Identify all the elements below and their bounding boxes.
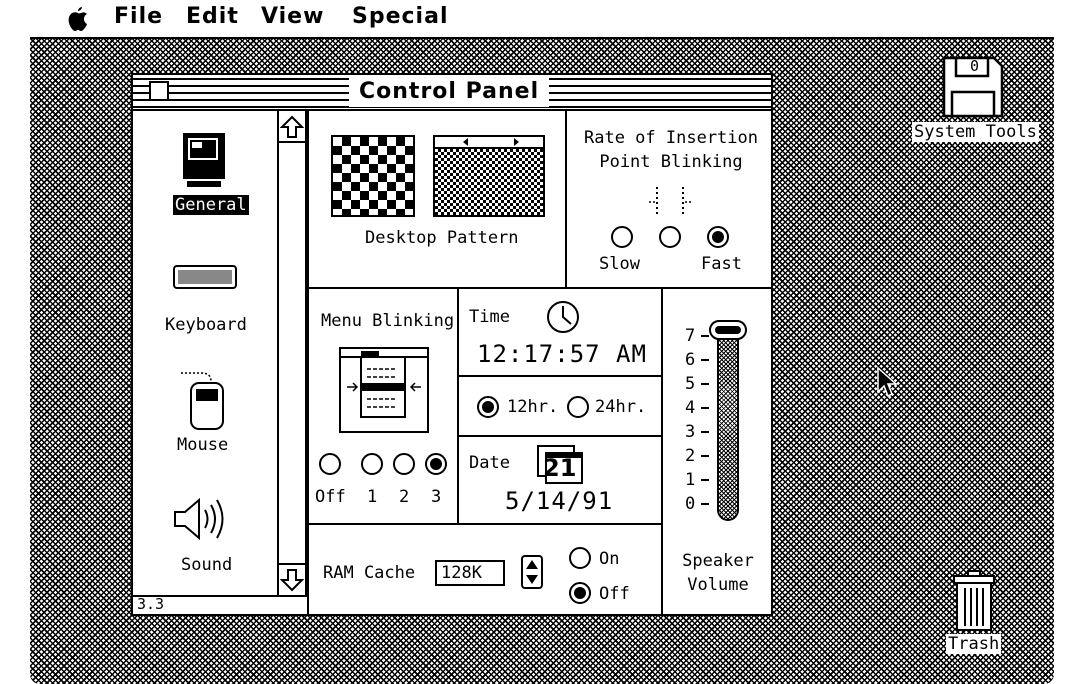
volume-tick-2: 2 bbox=[685, 446, 696, 466]
time-format-24hr-label: 24hr. bbox=[595, 397, 647, 417]
mouse-icon bbox=[181, 372, 224, 430]
ram-cache-size-value: 128K bbox=[441, 563, 482, 583]
menu-blink-1-label: 1 bbox=[367, 487, 378, 507]
date-label: Date bbox=[469, 453, 510, 473]
trash-label[interactable]: Trash bbox=[946, 634, 1002, 654]
calendar-day: 21 bbox=[543, 454, 577, 482]
insertion-slow-label: Slow bbox=[599, 254, 640, 274]
ram-cache-label: RAM Cache bbox=[323, 563, 416, 583]
ram-cache-on-radio[interactable] bbox=[569, 547, 591, 569]
volume-tick-1: 1 bbox=[685, 470, 696, 490]
volume-scale: 7 6 5 4 3 2 1 0 bbox=[683, 325, 713, 515]
desktop-pattern-preview[interactable] bbox=[433, 135, 545, 217]
menu-blink-off-label: Off bbox=[315, 487, 346, 507]
floppy-disk-icon bbox=[942, 56, 1004, 118]
control-panel-window: Control Panel General Keyboard Mouse bbox=[131, 73, 773, 616]
version-label: 3.3 bbox=[137, 595, 165, 613]
ram-cache-size-field[interactable]: 128K bbox=[435, 560, 505, 586]
stepper-arrows-icon bbox=[526, 560, 538, 584]
time-label: Time bbox=[469, 307, 510, 327]
menu-blink-off-radio[interactable] bbox=[319, 453, 341, 475]
disk-badge: 0 bbox=[970, 57, 980, 75]
menu-blink-3-radio[interactable] bbox=[425, 453, 447, 475]
time-format-12hr-label: 12hr. bbox=[507, 397, 559, 417]
menu-file[interactable]: File bbox=[114, 4, 164, 29]
desktop-pattern-label: Desktop Pattern bbox=[365, 228, 519, 248]
pattern-arrows-icon[interactable] bbox=[461, 137, 521, 147]
sidebar-item-keyboard[interactable]: Keyboard bbox=[165, 315, 247, 335]
volume-tick-6: 6 bbox=[685, 350, 696, 370]
menu-blink-2-radio[interactable] bbox=[393, 453, 415, 475]
volume-tick-3: 3 bbox=[685, 422, 696, 442]
time-format-24hr-radio[interactable] bbox=[567, 396, 589, 418]
ram-cache-off-label: Off bbox=[599, 584, 630, 604]
speaker-volume-label-line1: Speaker bbox=[682, 551, 754, 571]
trash-icon[interactable] bbox=[952, 570, 996, 632]
insertion-point-blink-icon bbox=[649, 187, 691, 217]
insertion-rate-fast-radio[interactable] bbox=[707, 226, 729, 248]
apple-icon[interactable] bbox=[66, 6, 90, 32]
insertion-title-line2: Point Blinking bbox=[599, 152, 743, 172]
close-box[interactable] bbox=[149, 81, 169, 101]
sidebar-item-mouse[interactable]: Mouse bbox=[177, 435, 229, 455]
date-value[interactable]: 5/14/91 bbox=[505, 487, 614, 515]
menu-blink-3-label: 3 bbox=[431, 487, 442, 507]
volume-slider-thumb[interactable] bbox=[709, 319, 747, 341]
sidebar-item-general[interactable]: General bbox=[173, 195, 249, 215]
volume-tick-4: 4 bbox=[685, 398, 696, 418]
window-title: Control Panel bbox=[349, 77, 550, 107]
speaker-volume-label-line2: Volume bbox=[687, 575, 749, 595]
scroll-down-arrow-icon[interactable] bbox=[280, 566, 304, 592]
calendar-icon bbox=[537, 445, 583, 484]
ram-cache-on-label: On bbox=[599, 549, 620, 569]
system-tools-disk-icon[interactable]: 0 bbox=[942, 56, 1004, 118]
time-format-12hr-radio[interactable] bbox=[477, 396, 499, 418]
mouse-pointer-icon bbox=[877, 366, 898, 398]
time-value[interactable]: 12:17:57 AM bbox=[477, 340, 647, 368]
volume-tick-5: 5 bbox=[685, 374, 696, 394]
menu-edit[interactable]: Edit bbox=[186, 4, 239, 29]
speaker-sound-icon bbox=[174, 497, 224, 541]
sidebar: General Keyboard Mouse Sound bbox=[133, 111, 277, 595]
keyboard-icon bbox=[173, 265, 237, 289]
menu-blinking-title: Menu Blinking bbox=[321, 311, 455, 331]
insertion-rate-medium-radio[interactable] bbox=[659, 226, 681, 248]
ram-cache-off-radio[interactable] bbox=[569, 582, 591, 604]
menu-bar: File Edit View Special bbox=[30, 0, 1054, 39]
title-bar[interactable]: Control Panel bbox=[133, 75, 771, 111]
volume-slider-track[interactable] bbox=[717, 327, 739, 521]
system-tools-label[interactable]: System Tools bbox=[912, 122, 1039, 142]
volume-tick-0: 0 bbox=[685, 494, 696, 514]
general-computer-icon bbox=[183, 133, 225, 187]
menu-blink-2-label: 2 bbox=[399, 487, 410, 507]
menu-special[interactable]: Special bbox=[352, 4, 449, 29]
sidebar-scrollbar[interactable] bbox=[277, 111, 307, 595]
insertion-rate-slow-radio[interactable] bbox=[611, 226, 633, 248]
sidebar-item-sound[interactable]: Sound bbox=[181, 555, 233, 575]
desktop-pattern-editor[interactable] bbox=[331, 135, 415, 217]
clock-icon bbox=[547, 301, 579, 333]
menu-blink-icon bbox=[339, 347, 429, 433]
menu-blink-1-radio[interactable] bbox=[361, 453, 383, 475]
scroll-up-arrow-icon[interactable] bbox=[280, 115, 304, 141]
volume-tick-7: 7 bbox=[685, 326, 696, 346]
ram-cache-stepper[interactable] bbox=[521, 555, 543, 589]
insertion-fast-label: Fast bbox=[701, 254, 742, 274]
insertion-title-line1: Rate of Insertion bbox=[584, 128, 758, 148]
menu-view[interactable]: View bbox=[261, 4, 325, 29]
